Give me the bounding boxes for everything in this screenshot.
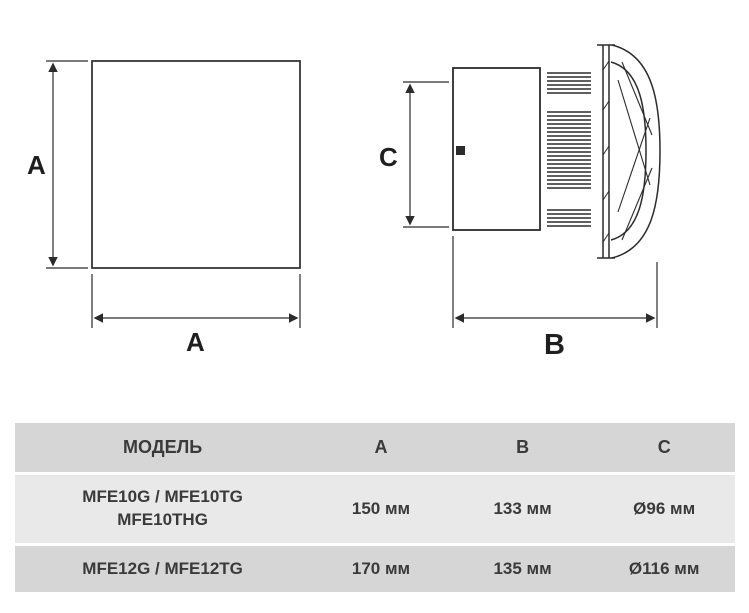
header-dim-a: A — [374, 437, 388, 457]
side-view-vent-slots — [547, 72, 591, 227]
model-name: MFE12G / MFE12TG — [82, 558, 243, 578]
value-a: 170 мм — [351, 559, 411, 578]
side-view-body — [452, 67, 541, 231]
value-a: 150 мм — [351, 499, 411, 518]
table-header-row: МОДЕЛЬ A B C — [15, 423, 735, 472]
front-view-panel — [91, 60, 301, 269]
value-b: 133 мм — [493, 499, 552, 518]
header-dim-b: B — [516, 437, 530, 457]
header-dim-c: C — [657, 437, 671, 457]
front-width-label: A — [186, 327, 205, 357]
front-view-dimension-lines — [46, 60, 301, 328]
model-name: MFE10G / MFE10TG MFE10THG — [82, 487, 243, 529]
table-row-mfe12: MFE12G / MFE12TG 170 мм 135 мм Ø116 мм — [15, 546, 735, 592]
side-view-front-panel — [597, 44, 661, 259]
dimensions-table: МОДЕЛЬ A B C MFE10G / MFE10TG MFE10THG 1… — [15, 420, 735, 595]
side-diameter-label: C — [379, 142, 398, 172]
value-c: Ø116 мм — [628, 559, 700, 578]
side-view-dimension-lines — [403, 81, 658, 328]
value-c: Ø96 мм — [633, 499, 696, 518]
header-model: МОДЕЛЬ — [123, 437, 203, 457]
fan-dimension-drawing: A A — [27, 44, 661, 361]
table-row-mfe10: MFE10G / MFE10TG MFE10THG 150 мм 133 мм … — [15, 475, 735, 543]
value-b: 135 мм — [493, 559, 552, 578]
side-depth-label: B — [544, 329, 565, 361]
front-height-label: A — [27, 150, 46, 180]
